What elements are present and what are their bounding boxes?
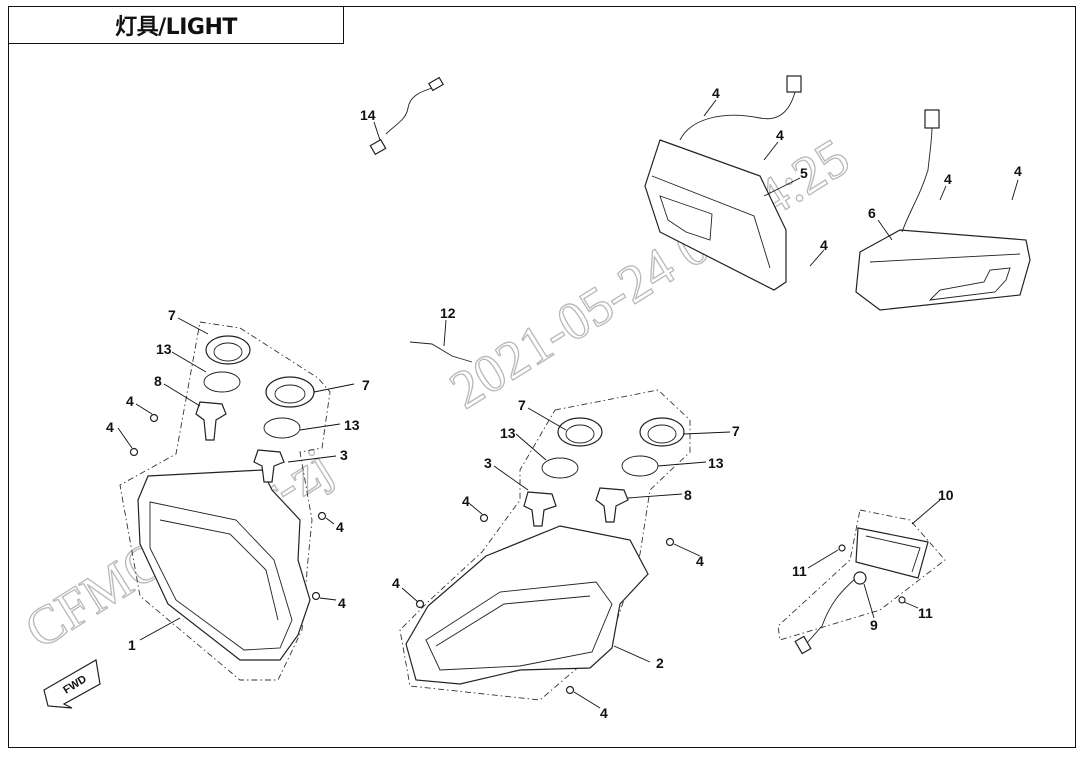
callout-4: 4 xyxy=(696,553,704,569)
leader-lines xyxy=(117,99,1019,709)
callout-4: 4 xyxy=(392,575,400,591)
callout-13: 13 xyxy=(344,417,360,433)
callout-7: 7 xyxy=(732,423,740,439)
callout-8: 8 xyxy=(684,487,692,503)
rear-lamp-5 xyxy=(644,75,802,291)
callout-labels: 14 4 4 5 4 4 6 4 7 13 8 7 4 4 13 3 4 4 1… xyxy=(106,85,1022,721)
wire-clip-12 xyxy=(409,341,473,363)
callout-4: 4 xyxy=(820,237,828,253)
callout-13: 13 xyxy=(500,425,516,441)
callout-4: 4 xyxy=(712,85,720,101)
forward-arrow: FWD xyxy=(43,659,101,709)
callout-13: 13 xyxy=(156,341,172,357)
headlight-assembly-1 xyxy=(119,321,331,681)
rear-lamp-6 xyxy=(855,109,1031,311)
callout-11: 11 xyxy=(792,563,807,579)
callout-1: 1 xyxy=(128,637,136,653)
callout-4: 4 xyxy=(944,171,952,187)
callout-4: 4 xyxy=(336,519,344,535)
callout-12: 12 xyxy=(440,305,456,321)
callout-9: 9 xyxy=(870,617,878,633)
callout-14: 14 xyxy=(360,107,376,123)
callout-10: 10 xyxy=(938,487,954,503)
callout-2: 2 xyxy=(656,655,664,671)
callout-3: 3 xyxy=(340,447,348,463)
callout-6: 6 xyxy=(868,205,876,221)
page-title: 灯具/LIGHT xyxy=(8,6,344,44)
headlight-assembly-2 xyxy=(399,389,691,701)
callout-5: 5 xyxy=(800,165,808,181)
callout-7: 7 xyxy=(518,397,526,413)
callout-7: 7 xyxy=(362,377,370,393)
callout-13: 13 xyxy=(708,455,724,471)
callout-8: 8 xyxy=(154,373,162,389)
callout-4: 4 xyxy=(1014,163,1022,179)
callout-4: 4 xyxy=(338,595,346,611)
callout-3: 3 xyxy=(484,455,492,471)
callout-4: 4 xyxy=(106,419,114,435)
diagram-frame xyxy=(8,6,1076,748)
callout-4: 4 xyxy=(600,705,608,721)
callout-11: 11 xyxy=(918,605,933,621)
callout-4: 4 xyxy=(462,493,470,509)
callout-7: 7 xyxy=(168,307,176,323)
license-lamp-10 xyxy=(777,509,946,655)
wire-harness-14 xyxy=(369,76,445,156)
callout-4: 4 xyxy=(776,127,784,143)
callout-4: 4 xyxy=(126,393,134,409)
